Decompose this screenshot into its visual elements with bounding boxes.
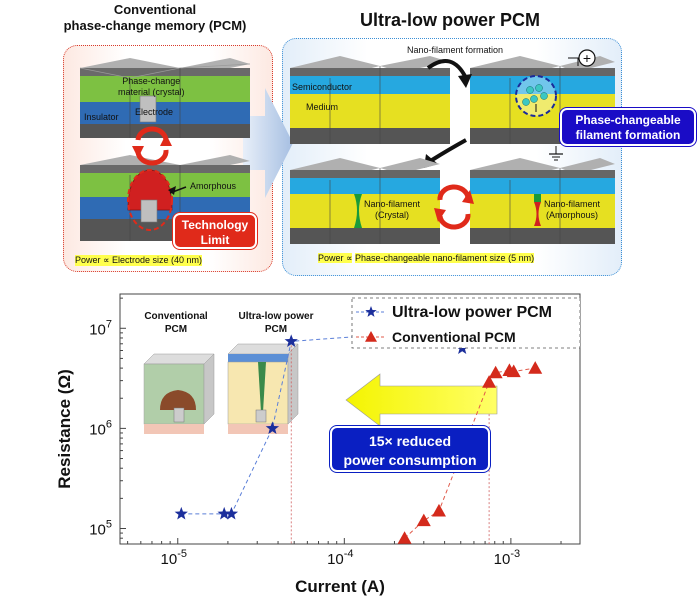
triangle-point (397, 531, 412, 544)
medium-block (290, 56, 450, 144)
inset-left-label: Conventional PCM (134, 310, 218, 336)
inset-left-base (144, 424, 204, 434)
inset-left-electrode (173, 407, 185, 423)
power-left-label: Power ∝ Electrode size (40 nm) (75, 255, 202, 266)
star-point (224, 506, 239, 520)
label-nf-crystal-l1: Nano-filament (364, 199, 421, 209)
star-point (174, 506, 188, 520)
star-point (265, 421, 280, 434)
inset-right-l1: Ultra-low power (238, 311, 314, 322)
inset-right-label: Ultra-low power PCM (226, 310, 326, 336)
inset-right-base (228, 424, 288, 434)
cycle-arrows-right (434, 184, 474, 230)
triangle-point (488, 365, 503, 379)
phase-changeable-l1: Phase-changeable (575, 113, 681, 127)
inset-left-mushroom (160, 390, 196, 410)
reduction-callout: 15× reduced power consumption (330, 426, 490, 472)
triangle-point (528, 361, 543, 374)
inset-right-top (227, 343, 299, 355)
star-point (217, 506, 231, 520)
amorphous-filament-block (470, 158, 615, 244)
y-axis-label: Resistance (Ω) (55, 369, 74, 488)
legend-triangle (365, 331, 377, 342)
label-insulator: Insulator (84, 112, 119, 122)
label-phase-change-l2: material (crystal) (118, 87, 185, 97)
conventional-block-crystal (79, 58, 251, 138)
cycle-arrows-left (132, 126, 172, 166)
crystal-filament-block (290, 158, 440, 244)
phase-changeable-badge: Phase-changeable filament formation (560, 108, 696, 146)
label-nf-crystal-l2: (Crystal) (375, 210, 410, 220)
return-arrow (430, 138, 467, 162)
star-point (284, 334, 298, 347)
y-tick-label: 106 (89, 418, 112, 438)
tech-limit-l2: Limit (200, 233, 230, 247)
label-nf-crystal: Nano-filament (Crystal) (364, 199, 420, 221)
inset-left-side (203, 353, 215, 425)
inset-right-l2: PCM (264, 324, 288, 335)
label-nf-amorph: Nano-filament (Amorphous) (544, 199, 600, 221)
label-electrode: Electrode (135, 107, 174, 117)
inset-right-side (287, 343, 299, 425)
triangle-point (506, 364, 521, 378)
triangle-point (482, 375, 497, 388)
inset-left-top (143, 353, 215, 365)
label-medium: Medium (306, 102, 339, 112)
inset-right-electrode (255, 409, 267, 423)
y-tick-label: 107 (89, 318, 112, 338)
legend-label: Conventional PCM (392, 329, 516, 345)
label-phase-change-l1: Phase-change (122, 76, 181, 86)
inset-left-l2: PCM (164, 324, 188, 335)
ultralow-title: Ultra-low power PCM (359, 10, 540, 30)
conventional-title-line2: phase-change memory (PCM) (63, 18, 247, 33)
power-right-a: Power ∝ (318, 253, 353, 263)
inset-right-filament (258, 362, 266, 412)
panel-arrow (243, 88, 293, 198)
label-nf-amorph-l2: (Amorphous) (546, 210, 599, 220)
yellow-arrow (345, 373, 498, 427)
inset-left-l1: Conventional (144, 311, 208, 322)
x-tick-label: 10-4 (327, 548, 353, 568)
power-right-b: Phase-changeable nano-filament size (5 n… (354, 253, 535, 263)
y-tick-label: 105 (89, 518, 112, 538)
formation-arrow (426, 58, 468, 79)
label-semiconductor: Semiconductor (292, 82, 353, 92)
tech-limit-l1: Technology (181, 218, 249, 232)
plus-terminal (578, 49, 596, 67)
legend-star (365, 306, 377, 317)
label-phase-change: Phase-change material (crystal) (118, 76, 185, 98)
svg-text:+: + (583, 50, 591, 66)
callout-l1: 15× reduced (368, 433, 452, 449)
x-axis-label: Current (A) (295, 577, 385, 596)
triangle-point (431, 503, 446, 517)
triangle-point (416, 513, 431, 527)
tech-limit-badge: Technology Limit (173, 213, 257, 249)
callout-l2: power consumption (343, 452, 477, 468)
conventional-title-line1: Conventional (113, 2, 197, 17)
label-nf-amorph-l1: Nano-filament (544, 199, 601, 209)
phase-changeable-l2: filament formation (575, 128, 681, 142)
label-amorphous: Amorphous (190, 181, 237, 191)
label-nanofilament-formation: Nano-filament formation (407, 45, 504, 55)
conventional-title: Conventional phase-change memory (PCM) (40, 2, 270, 34)
power-right-label: Power ∝ Phase-changeable nano-filament s… (318, 253, 535, 264)
x-tick-label: 10-5 (161, 548, 187, 568)
x-tick-label: 10-3 (494, 548, 520, 568)
legend-label: Ultra-low power PCM (392, 304, 552, 321)
legend-box (351, 297, 581, 349)
inset-right-layer (228, 354, 288, 362)
